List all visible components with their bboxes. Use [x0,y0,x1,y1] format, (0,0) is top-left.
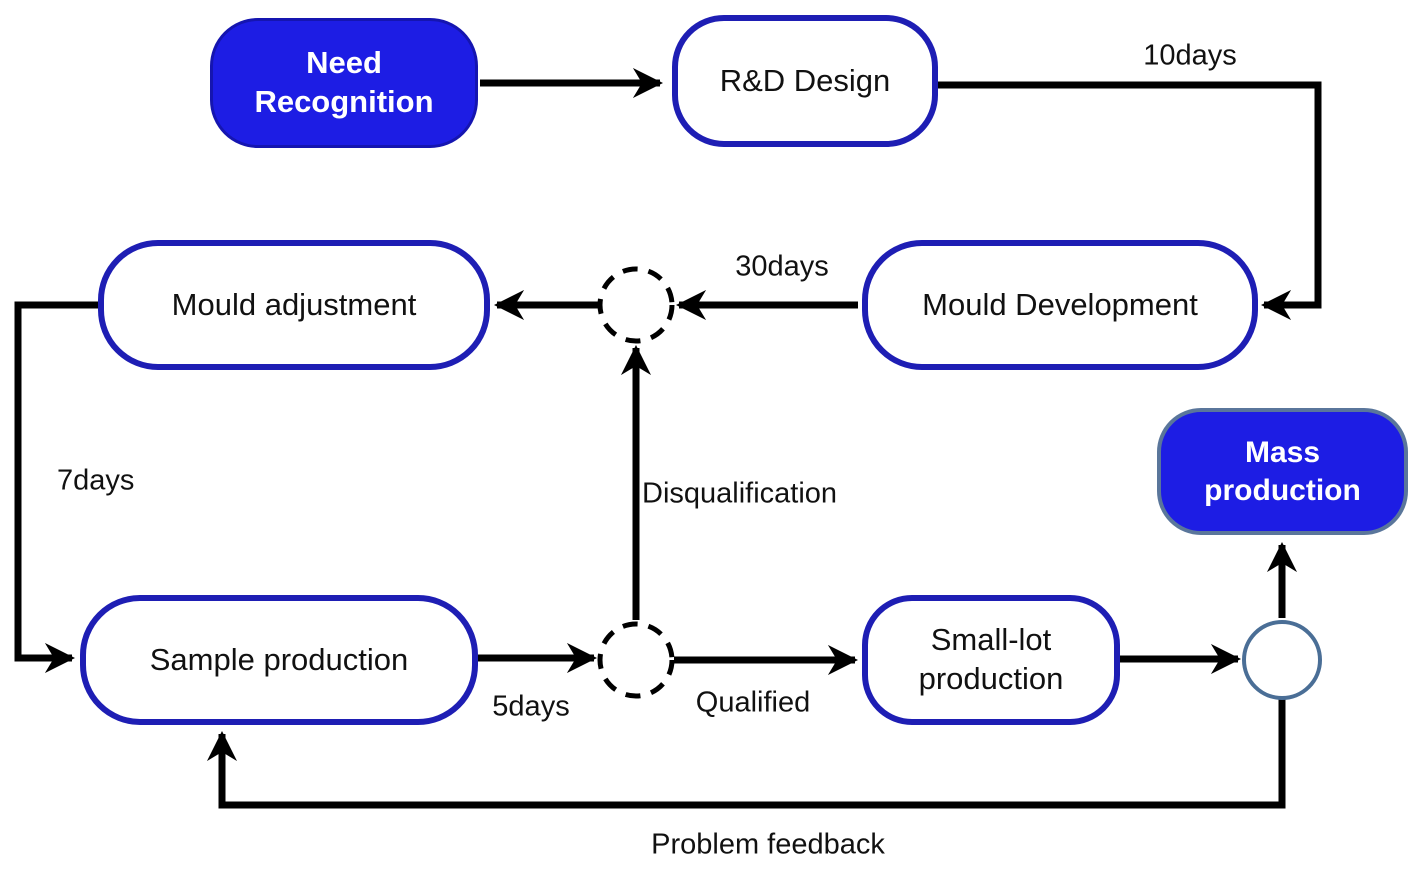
node-small-lot-production: Small-lot production [862,595,1120,725]
node-mould-development-label: Mould Development [922,286,1198,322]
edge-label-disqualification: Disqualification [642,477,838,510]
junction-merge [1242,620,1322,700]
node-mould-adjustment: Mould adjustment [98,240,490,370]
node-small-lot-production-label: Small-lot production [918,622,1064,696]
node-need-recognition-label: Need Recognition [254,45,434,119]
edge-label-7days: 7days [57,464,135,497]
node-need-recognition: Need Recognition [210,18,478,148]
arrow-adjustment-to-sample [14,301,100,674]
node-mass-production-label: Mass production [1204,436,1361,507]
node-mould-development: Mould Development [862,240,1258,370]
edge-label-qualified: Qualified [695,686,811,719]
node-rd-design: R&D Design [672,15,938,147]
edge-label-30days: 30days [735,250,829,283]
junction-inspection-sample [597,621,675,699]
node-sample-production: Sample production [80,595,478,725]
node-rd-design-label: R&D Design [719,62,891,98]
node-sample-production-label: Sample production [149,641,409,677]
junction-inspection-mould [597,266,675,344]
arrow-problem-feedback [206,698,1286,809]
node-mould-adjustment-label: Mould adjustment [171,286,417,322]
edge-label-10days: 10days [1143,39,1237,72]
arrow-rd-to-mould-development [938,81,1322,321]
edge-label-5days: 5days [492,690,570,723]
edge-label-problem-feedback: Problem feedback [651,828,885,861]
node-mass-production: Mass production [1157,408,1408,535]
